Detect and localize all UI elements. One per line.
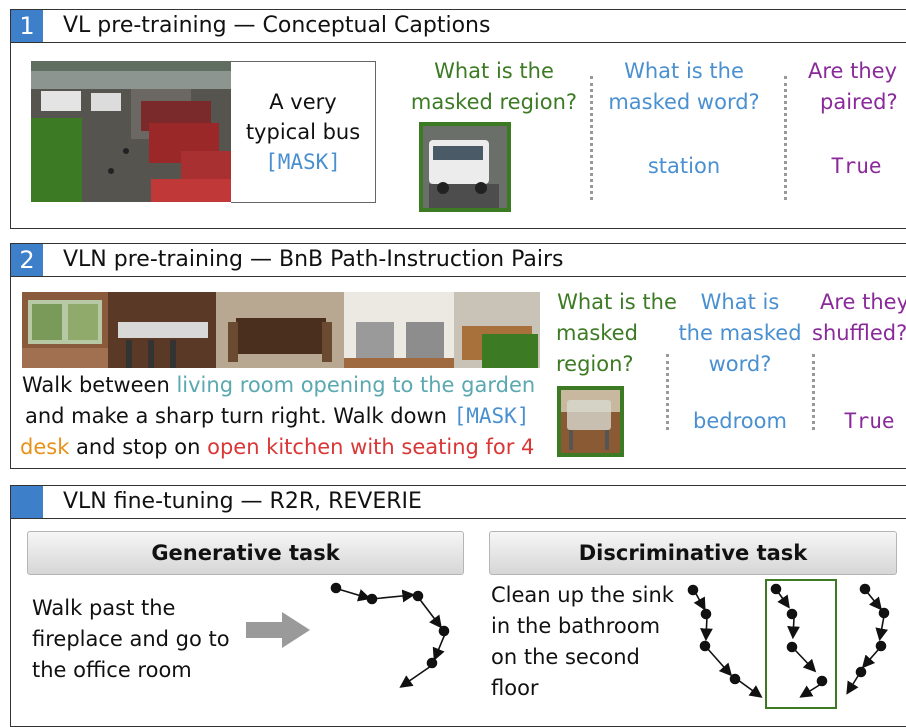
instruction-landmark-desk: desk <box>20 435 70 459</box>
instruction-text: Walk between <box>22 373 177 397</box>
masked-region-thumbnail <box>419 122 511 212</box>
instruction-text: and make a sharp turn right. Walk down <box>25 404 454 428</box>
answer-shuffled: True <box>844 409 895 433</box>
panel-title: VLN pre-training — BnB Path-Instruction … <box>63 247 564 272</box>
dotted-divider <box>812 354 815 430</box>
dotted-divider <box>590 76 593 200</box>
panel-number: 2 <box>11 244 43 276</box>
instruction-text: and stop on <box>69 435 208 459</box>
answer-paired: True <box>831 154 882 178</box>
panel-number-box <box>11 486 43 518</box>
question-line: What is the <box>557 290 677 314</box>
instruction-line: Walk past the <box>32 596 176 620</box>
question-masked-word: What is the masked word? <box>674 287 806 380</box>
generated-path-icon <box>330 582 450 688</box>
instruction-landmark-living-room: living room opening to the garden <box>176 373 536 397</box>
question-paired: Are they paired? <box>800 56 906 118</box>
question-line: Are they <box>808 59 898 83</box>
instruction-line: in the bathroom <box>491 614 661 638</box>
panel-header: 1 VL pre-training — Conceptual Captions <box>11 10 906 43</box>
dotted-divider <box>784 76 787 200</box>
generate-arrow-icon <box>246 612 310 648</box>
question-masked-word: What is the masked word? <box>596 56 772 118</box>
question-line: What is <box>700 290 780 314</box>
question-line: the masked <box>678 321 802 345</box>
instruction-line-3: desk and stop on open kitchen with seati… <box>20 432 556 463</box>
instruction-line: on the second <box>491 645 640 669</box>
panel-header: 2 VLN pre-training — BnB Path-Instructio… <box>11 244 906 277</box>
question-line: What is the <box>434 59 554 83</box>
panel-header: VLN fine-tuning — R2R, REVERIE <box>11 486 906 519</box>
question-line: paired? <box>820 90 898 114</box>
room-images-strip <box>22 292 540 368</box>
panel-title: VL pre-training — Conceptual Captions <box>63 13 491 38</box>
question-line: shuffled? <box>812 321 906 345</box>
question-line: Are they <box>820 290 906 314</box>
answer-word: station <box>647 154 721 178</box>
question-line: region? <box>556 352 634 376</box>
question-masked-region: What is the masked region? <box>552 287 682 380</box>
question-masked-region: What is the masked region? <box>406 56 582 118</box>
caption-mask-token: [MASK] <box>265 150 341 174</box>
question-line: word? <box>708 352 772 376</box>
bus-photo <box>31 61 231 202</box>
question-shuffled: Are they shuffled? <box>810 287 906 349</box>
panel-title: VLN fine-tuning — R2R, REVERIE <box>63 489 422 514</box>
question-line: masked word? <box>608 90 760 114</box>
panel-number: 1 <box>11 10 43 42</box>
instruction-line: the office room <box>32 658 192 682</box>
question-line: What is the <box>624 59 744 83</box>
instruction-mask-token: [MASK] <box>453 404 530 428</box>
question-line: masked region? <box>410 90 578 114</box>
question-line: masked <box>556 321 638 345</box>
masked-region <box>31 118 82 202</box>
path-instruction: Walk between living room opening to the … <box>20 370 556 463</box>
dotted-divider <box>666 354 669 430</box>
caption-line-2: typical bus <box>245 120 361 144</box>
generative-task-header: Generative task <box>27 531 464 575</box>
caption-box: A very typical bus [MASK] <box>231 61 376 203</box>
instruction-line-1: Walk between living room opening to the … <box>20 370 556 401</box>
discriminative-task-header: Discriminative task <box>489 531 897 575</box>
caption-line-1: A very <box>269 90 337 114</box>
instruction-line: floor <box>491 676 539 700</box>
instruction-landmark-kitchen: open kitchen with seating for 4 <box>207 435 535 459</box>
instruction-line: fireplace and go to <box>32 627 230 651</box>
instruction-line-2: and make a sharp turn right. Walk down [… <box>20 401 556 432</box>
candidate-paths-icon <box>687 583 890 698</box>
discriminative-instruction: Clean up the sink in the bathroom on the… <box>491 580 691 704</box>
instruction-line: Clean up the sink <box>491 583 674 607</box>
generative-instruction: Walk past the fireplace and go to the of… <box>32 593 252 686</box>
masked-region-thumbnail <box>557 386 624 457</box>
answer-word: bedroom <box>693 409 787 433</box>
